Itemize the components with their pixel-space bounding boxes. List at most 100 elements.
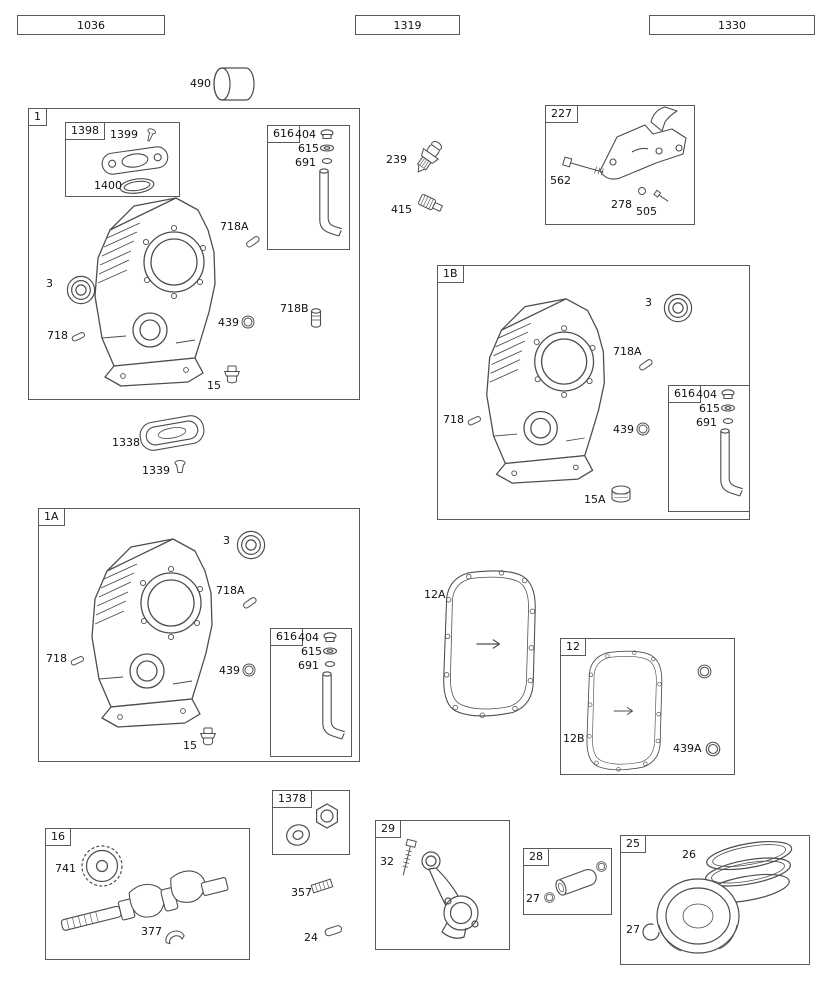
pin-ring-27-left-illustration xyxy=(544,892,555,903)
group-1398-tag: 1398 xyxy=(65,122,105,140)
part-label-439a: 439A xyxy=(673,742,702,755)
nut-1378-illustration xyxy=(316,803,338,829)
part-label-439-g1b: 439 xyxy=(613,423,634,436)
oring-439-group1b-illustration xyxy=(636,422,650,436)
group-16-tag: 16 xyxy=(45,828,71,846)
group-25-tag: 25 xyxy=(620,835,646,853)
group-28-outline xyxy=(523,848,612,915)
plug-15-group1-illustration xyxy=(224,365,240,384)
cylinder-block-1-illustration xyxy=(94,197,216,387)
group-12-tag: 12 xyxy=(560,638,586,656)
pin-718-group1a-illustration xyxy=(70,656,84,666)
part-label-615-g1: 615 xyxy=(298,142,319,155)
screw-1399-illustration xyxy=(147,128,156,142)
group-616-1-tag: 616 xyxy=(267,125,300,143)
piston-illustration xyxy=(656,878,740,954)
part-label-505: 505 xyxy=(636,205,657,218)
part-label-1339: 1339 xyxy=(142,464,170,477)
bearing-3-group1-illustration xyxy=(66,275,96,305)
cylinder-block-1a-illustration xyxy=(91,538,213,728)
bearing-3-group1a-illustration xyxy=(236,530,266,560)
part-label-1338: 1338 xyxy=(112,436,140,449)
part-label-741: 741 xyxy=(55,862,76,875)
part-label-12a: 12A xyxy=(424,588,446,601)
washer-278-illustration xyxy=(638,187,646,195)
ref-box-1330: 1330 xyxy=(649,15,815,35)
part-label-404-g1a: 404 xyxy=(298,631,319,644)
oring-439a-illustration xyxy=(705,741,721,757)
group-1b-tag: 1B xyxy=(437,265,464,283)
gasket-12b-illustration xyxy=(586,650,663,772)
bearing-3-group1b-illustration xyxy=(663,293,693,323)
governor-bracket-227-illustration xyxy=(599,106,687,180)
ref-box-1036: 1036 xyxy=(17,15,165,35)
part-label-404-g1b: 404 xyxy=(696,388,717,401)
rod-bolt-32-illustration xyxy=(402,838,417,876)
oring-439-group1a-illustration xyxy=(242,663,256,677)
group-29-outline xyxy=(375,820,510,950)
group-616-1a-tag: 616 xyxy=(270,628,303,646)
part-label-357: 357 xyxy=(291,886,312,899)
dipstick-616-group1b-illustration xyxy=(720,389,744,497)
part-label-12b: 12B xyxy=(563,732,585,745)
part-label-718a-g1: 718A xyxy=(220,220,249,233)
part-label-415: 415 xyxy=(391,203,412,216)
part-label-15-g1a: 15 xyxy=(183,739,197,752)
timing-gear-741-illustration xyxy=(81,845,123,887)
part-label-3-g1b: 3 xyxy=(645,296,652,309)
connecting-rod-illustration xyxy=(421,851,479,939)
pin-718a-group1a-illustration xyxy=(243,597,257,609)
key-24-illustration xyxy=(324,925,343,937)
part-label-691-g1: 691 xyxy=(295,156,316,169)
oil-pan-1338-illustration xyxy=(139,415,205,451)
plug-15a-illustration xyxy=(611,485,631,503)
group-1-outline xyxy=(28,108,360,400)
oring-group12-illustration xyxy=(697,664,712,679)
group-1-tag: 1 xyxy=(28,108,47,126)
pin-ring-right-illustration xyxy=(596,861,607,872)
part-label-377: 377 xyxy=(141,925,162,938)
piston-pin-illustration xyxy=(555,869,597,896)
group-1398-outline xyxy=(65,122,180,197)
key-377-illustration xyxy=(165,930,185,945)
group-227-outline xyxy=(545,105,695,225)
pin-718-group1b-illustration xyxy=(467,416,481,426)
part-label-3-g1: 3 xyxy=(46,277,53,290)
oring-439-group1-illustration xyxy=(241,315,255,329)
part-label-615-g1b: 615 xyxy=(699,402,720,415)
part-label-32: 32 xyxy=(380,855,394,868)
bushing-718b-illustration xyxy=(310,308,322,328)
dipstick-616-group1a-illustration xyxy=(322,632,346,740)
group-1a-tag: 1A xyxy=(38,508,65,526)
group-28-tag: 28 xyxy=(523,848,549,866)
gasket-1400-illustration xyxy=(119,178,155,194)
cover-plate-1398-illustration xyxy=(101,146,169,175)
part-label-1399: 1399 xyxy=(110,128,138,141)
part-label-27-g28: 27 xyxy=(526,892,540,905)
part-label-718a-g1a: 718A xyxy=(216,584,245,597)
pin-718a-group1-illustration xyxy=(246,236,260,248)
group-25-outline xyxy=(620,835,810,965)
pin-718a-group1b-illustration xyxy=(639,359,653,371)
bolt-562-illustration xyxy=(562,156,604,176)
dipstick-616-group1-illustration xyxy=(319,129,343,237)
part-label-439-g1a: 439 xyxy=(219,664,240,677)
washer-1378-illustration xyxy=(286,824,310,846)
part-label-490: 490 xyxy=(190,77,211,90)
part-label-562: 562 xyxy=(550,174,571,187)
retaining-clip-27-illustration xyxy=(642,923,660,941)
part-label-24: 24 xyxy=(304,931,318,944)
part-label-404-g1: 404 xyxy=(295,128,316,141)
part-label-15-g1: 15 xyxy=(207,379,221,392)
part-label-439-g1: 439 xyxy=(218,316,239,329)
part-label-691-g1a: 691 xyxy=(298,659,319,672)
part-label-718b: 718B xyxy=(280,302,309,315)
key-357-illustration xyxy=(310,878,334,894)
part-label-718-g1b: 718 xyxy=(443,413,464,426)
part-label-718a-g1b: 718A xyxy=(613,345,642,358)
part-label-278: 278 xyxy=(611,198,632,211)
part-label-239: 239 xyxy=(386,153,407,166)
group-16-outline xyxy=(45,828,250,960)
part-label-718-g1a: 718 xyxy=(46,652,67,665)
